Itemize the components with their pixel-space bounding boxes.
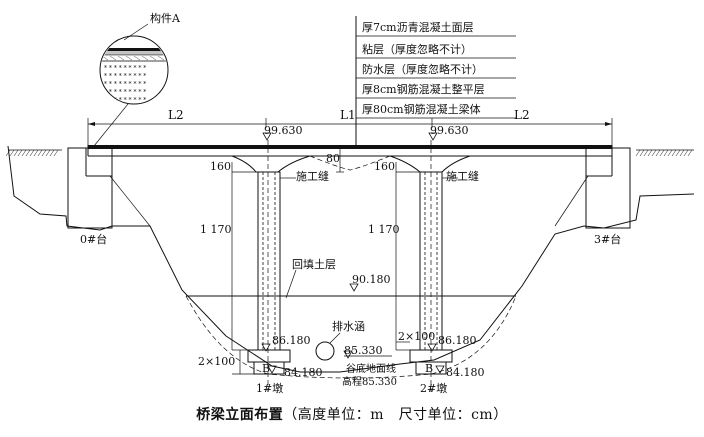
culvert-pipe [315, 341, 335, 361]
component-a-pointer [93, 103, 129, 147]
layer-legend: 厚7cm沥青混凝土面层 粘层（厚度忽略不计） 防水层（厚度忽略不计） 厚8cm钢… [355, 16, 516, 148]
span-dimension: L2 L1 L2 [87, 108, 613, 148]
svg-text:* * * * * * * * *: * * * * * * * * * [104, 65, 146, 72]
backfill-label: 回填土层 [292, 257, 336, 271]
pier-left: B 86.180 84.180 1#墩 [247, 140, 323, 395]
girder-depth-dim: 80 [326, 149, 344, 173]
figure-caption: 桥梁立面布置（高度单位：m 尺寸单位：cm） [0, 404, 704, 424]
haunch-right-dim: 160 [374, 160, 395, 173]
pier-height-right: 1 170 [368, 223, 400, 236]
svg-text:* * * * * * * * *: * * * * * * * * * [104, 89, 146, 96]
valley-line-label: 谷底地面线 [346, 362, 396, 375]
span-right: L2 [514, 108, 530, 122]
ground-terrain [5, 145, 695, 373]
girder-depth: 80 [326, 152, 340, 165]
span-left: L2 [168, 108, 184, 122]
pier-base-elev-right: 86.180 [438, 334, 477, 347]
layer-5: 厚80cm钢筋混凝土梁体 [362, 102, 481, 116]
svg-text:* * * * * * * * *: * * * * * * * * * [104, 81, 146, 88]
component-a-label: 构件A [150, 11, 181, 25]
footing-dim-left: 2×100 [198, 349, 254, 375]
bridge-deck [87, 145, 613, 173]
layer-2: 粘层（厚度忽略不计） [362, 42, 472, 56]
pier-right-label: 2#墩 [420, 381, 447, 395]
footing-elev-left: 84.180 [284, 366, 323, 379]
svg-text:* * * * * * * * *: * * * * * * * * * [104, 97, 146, 104]
joint-left: 施工缝 [296, 169, 329, 183]
caption-units: （高度单位：m 尺寸单位：cm） [283, 407, 508, 423]
layer-4: 厚8cm钢筋混凝土整平层 [362, 82, 485, 96]
pier-right: B 86.180 84.180 2#墩 [409, 140, 485, 395]
haunch-left-dim: 160 [210, 160, 231, 173]
deck-elevation-right: 99.630 [428, 124, 469, 141]
layer-3: 防水层（厚度忽略不计） [362, 62, 483, 76]
haunch-dims: 160 160 施工缝 施工缝 [210, 160, 479, 350]
span-middle: L1 [340, 108, 356, 122]
component-a-circle [99, 35, 169, 105]
deck-elev-left: 99.630 [264, 124, 303, 137]
joint-right: 施工缝 [446, 169, 479, 183]
backfill-elev: 90.180 [352, 273, 391, 286]
girder-soffit [309, 155, 391, 171]
culvert-elev: 85.330 [344, 344, 383, 357]
abutment-left-label: 0#台 [80, 232, 107, 246]
deck-elev-right: 99.630 [430, 124, 469, 137]
footing-b-left: B [262, 362, 270, 375]
svg-text:* * * * * * * * *: * * * * * * * * * [104, 73, 146, 80]
valley-elev-label: 高程85.330 [342, 375, 397, 388]
footing-dim-right: 2×100 [396, 330, 435, 351]
culvert: 排水涵 85.330 谷底地面线 高程85.330 [315, 319, 397, 388]
culvert-label: 排水涵 [332, 319, 365, 333]
footing-elev-right: 84.180 [446, 366, 485, 379]
abutment-right-label: 3#台 [594, 232, 621, 246]
footing-dim-right-text: 2×100 [398, 330, 435, 343]
component-a-leader [123, 23, 149, 41]
backfill-layer: 回填土层 90.180 [185, 257, 517, 379]
pier-base-elev-left: 86.180 [272, 334, 311, 347]
deck-pavement [88, 145, 612, 149]
pier-height-left: 1 170 [200, 223, 232, 236]
caption-title: 桥梁立面布置 [196, 407, 284, 423]
footing-b-right: B [425, 362, 433, 375]
abutment-right: 3#台 [554, 147, 631, 246]
excavation-outline [185, 295, 517, 379]
footing-dim-left-text: 2×100 [198, 355, 235, 368]
deck-elevation-left: 99.630 [262, 124, 303, 141]
pier-left-label: 1#墩 [256, 381, 283, 395]
layer-1: 厚7cm沥青混凝土面层 [362, 20, 474, 34]
abutment-left: 0#台 [67, 147, 151, 246]
component-a-detail: 构件A * * * * * * * * * * * * * * * * * * … [93, 11, 181, 147]
